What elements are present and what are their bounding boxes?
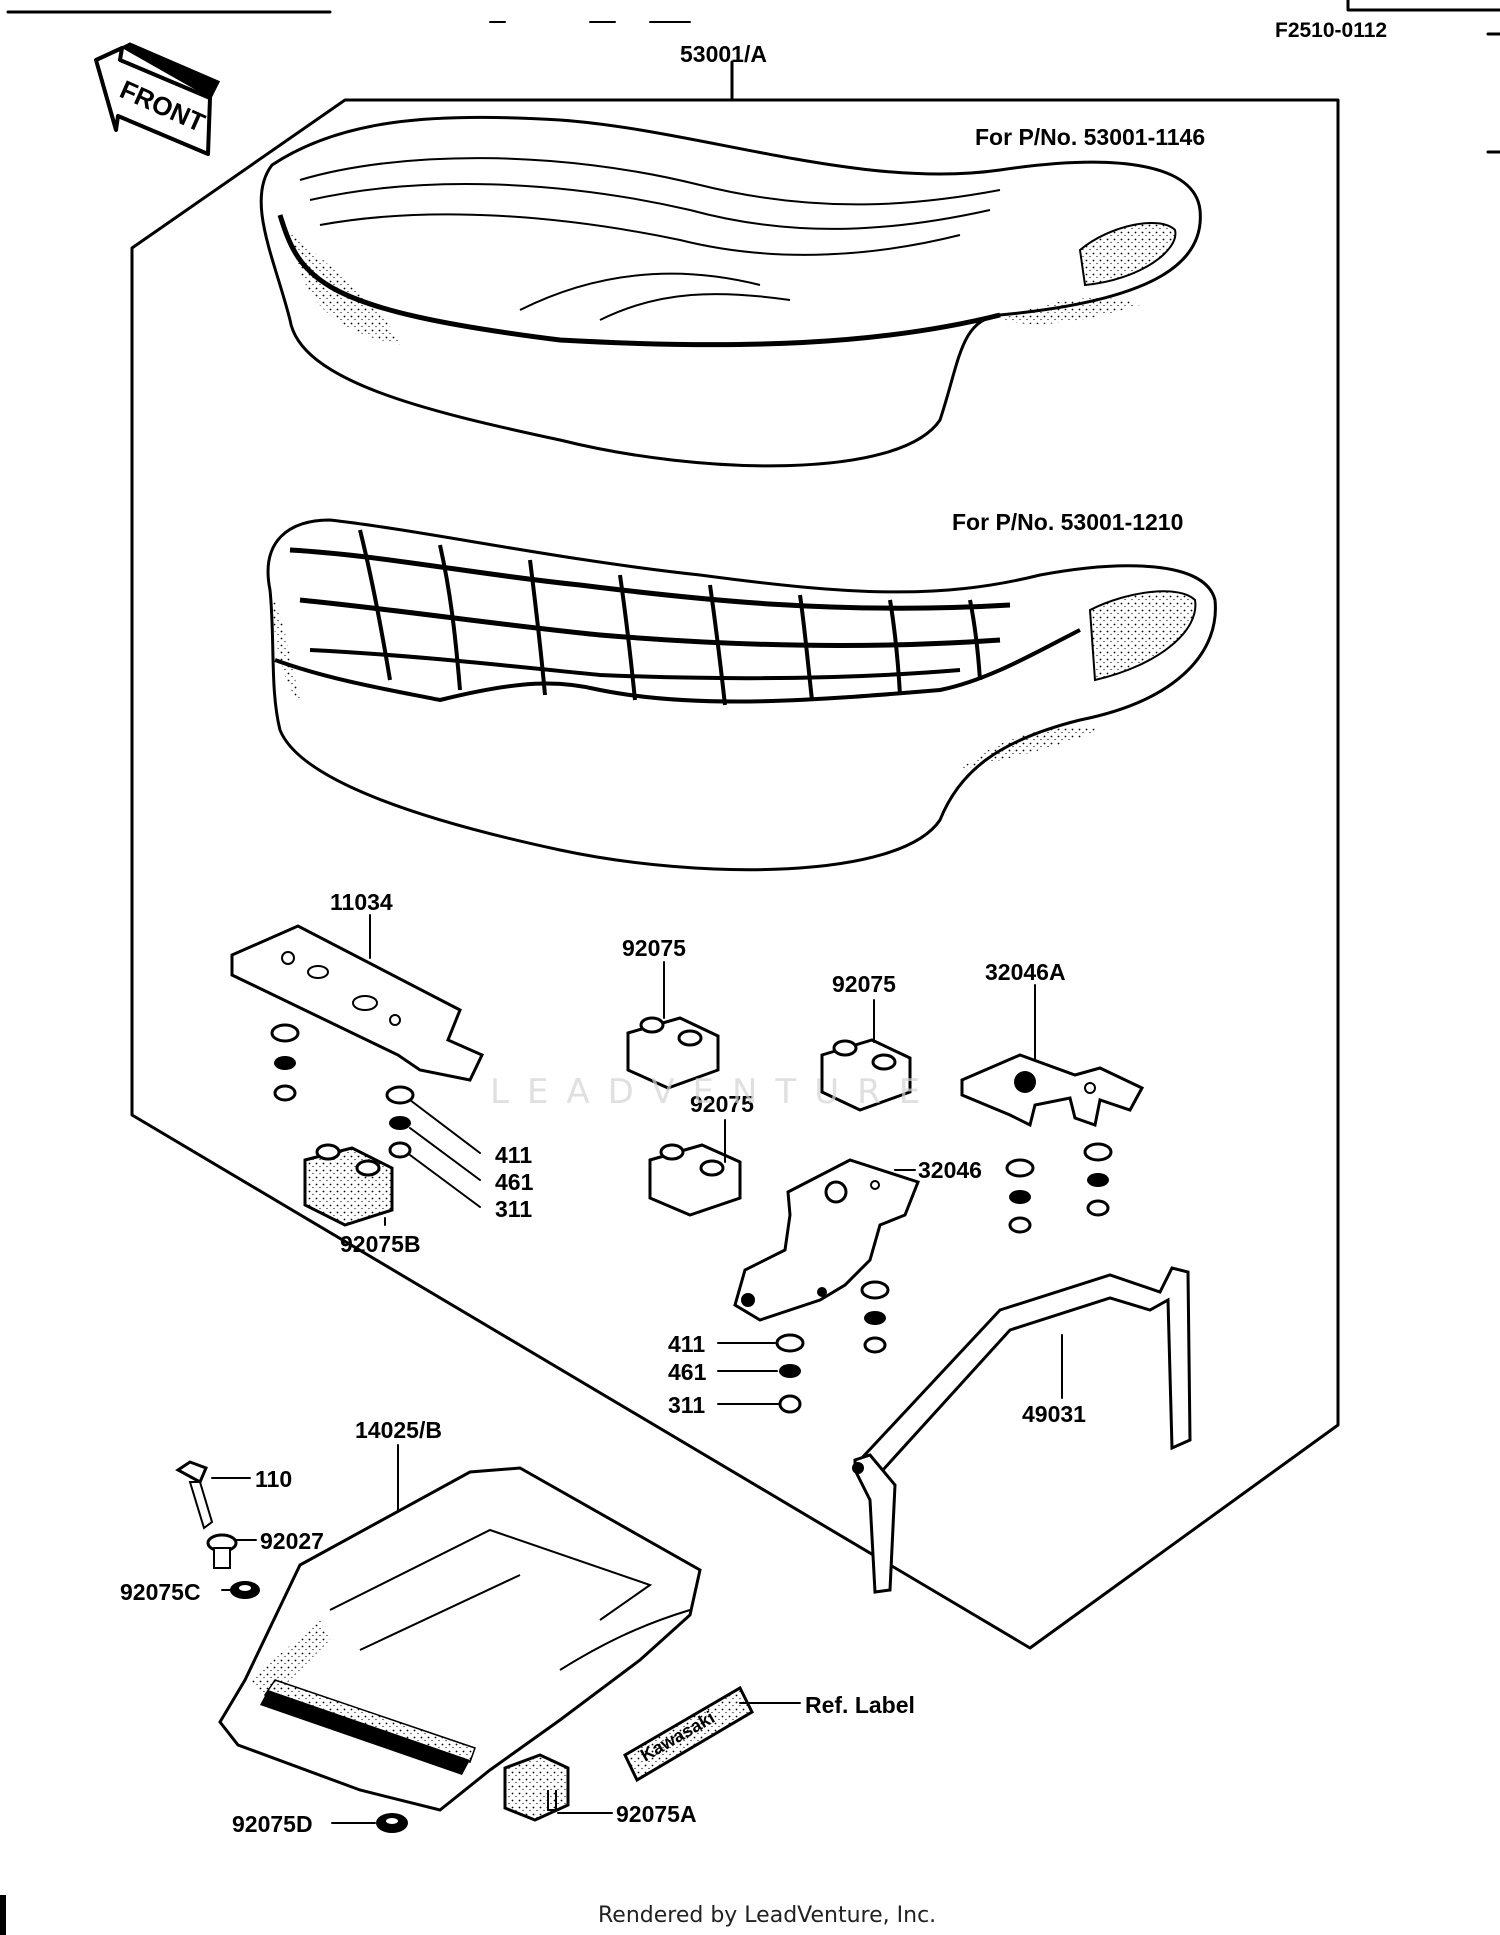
assembly-outline — [130, 98, 1340, 1650]
strap-49031-label: 49031 — [1022, 1401, 1086, 1427]
watermark: LEADVENTURE — [490, 1072, 938, 1112]
bracket-32046a-label: 32046A — [985, 959, 1066, 985]
hardware-stack-left — [270, 1023, 300, 1102]
ref-label: Ref. Label — [805, 1692, 915, 1718]
seat-assembly-label: 53001/A — [680, 41, 767, 67]
damper-92075d-label: 92075D — [232, 1811, 313, 1837]
damper-92075-a-label: 92075 — [622, 935, 686, 961]
edge-mark — [0, 1895, 6, 1935]
washer-461-bottom-label: 461 — [668, 1359, 707, 1385]
seat-note-1210: For P/No. 53001-1210 — [952, 509, 1183, 535]
damper-92075-c-label: 92075 — [690, 1091, 754, 1117]
hardware-stack-bottom — [717, 1333, 805, 1414]
figure-code: F2510-0112 — [1275, 19, 1387, 42]
damper-92075c-label: 92075C — [120, 1579, 201, 1605]
kawasaki-emblem: Kawasaki — [623, 1685, 801, 1783]
damper-92075a — [503, 1753, 613, 1822]
bracket-32046 — [733, 1158, 920, 1322]
seat-upper — [259, 115, 1202, 468]
damper-92075-c — [648, 1119, 742, 1217]
hardware-stack-center — [385, 1085, 481, 1208]
bolt-110-label: 110 — [255, 1466, 292, 1492]
top-edge-marks — [6, 0, 1500, 154]
nut-311-bottom-label: 311 — [668, 1392, 705, 1418]
damper-92075a-label: 92075A — [616, 1801, 697, 1827]
tail-cover-14025b — [218, 1444, 702, 1812]
bracket-32046-label: 32046 — [918, 1157, 982, 1183]
footer-text: Rendered by LeadVenture, Inc. — [598, 1903, 936, 1928]
hardware-stack-right — [1005, 1142, 1113, 1234]
damper-92075-b — [820, 999, 912, 1112]
washer-411-top-label: 411 — [495, 1142, 532, 1168]
front-arrow-icon: FRONT — [94, 42, 221, 156]
collar-92027 — [206, 1533, 257, 1569]
strap-49031 — [852, 1266, 1192, 1594]
damper-92075-b-label: 92075 — [832, 971, 896, 997]
damper-92075d — [331, 1813, 408, 1833]
seat-note-1146: For P/No. 53001-1146 — [975, 124, 1205, 150]
damper-92075b — [303, 1143, 394, 1227]
damper-92075b-label: 92075B — [340, 1231, 421, 1257]
cover-14025b-label: 14025/B — [355, 1417, 442, 1443]
seat-lower — [266, 518, 1217, 872]
bracket-32046a — [960, 984, 1145, 1128]
bracket-11034 — [230, 914, 485, 1082]
damper-92075c — [221, 1581, 260, 1599]
collar-92027-label: 92027 — [260, 1528, 324, 1554]
washer-461-top-label: 461 — [495, 1169, 534, 1195]
hardware-stack-32046 — [860, 1280, 890, 1354]
damper-92075-a — [626, 961, 720, 1090]
washer-411-bottom-label: 411 — [668, 1331, 705, 1357]
nut-311-top-label: 311 — [495, 1196, 532, 1222]
bracket-11034-label: 11034 — [330, 889, 393, 915]
bolt-110 — [175, 1460, 251, 1530]
